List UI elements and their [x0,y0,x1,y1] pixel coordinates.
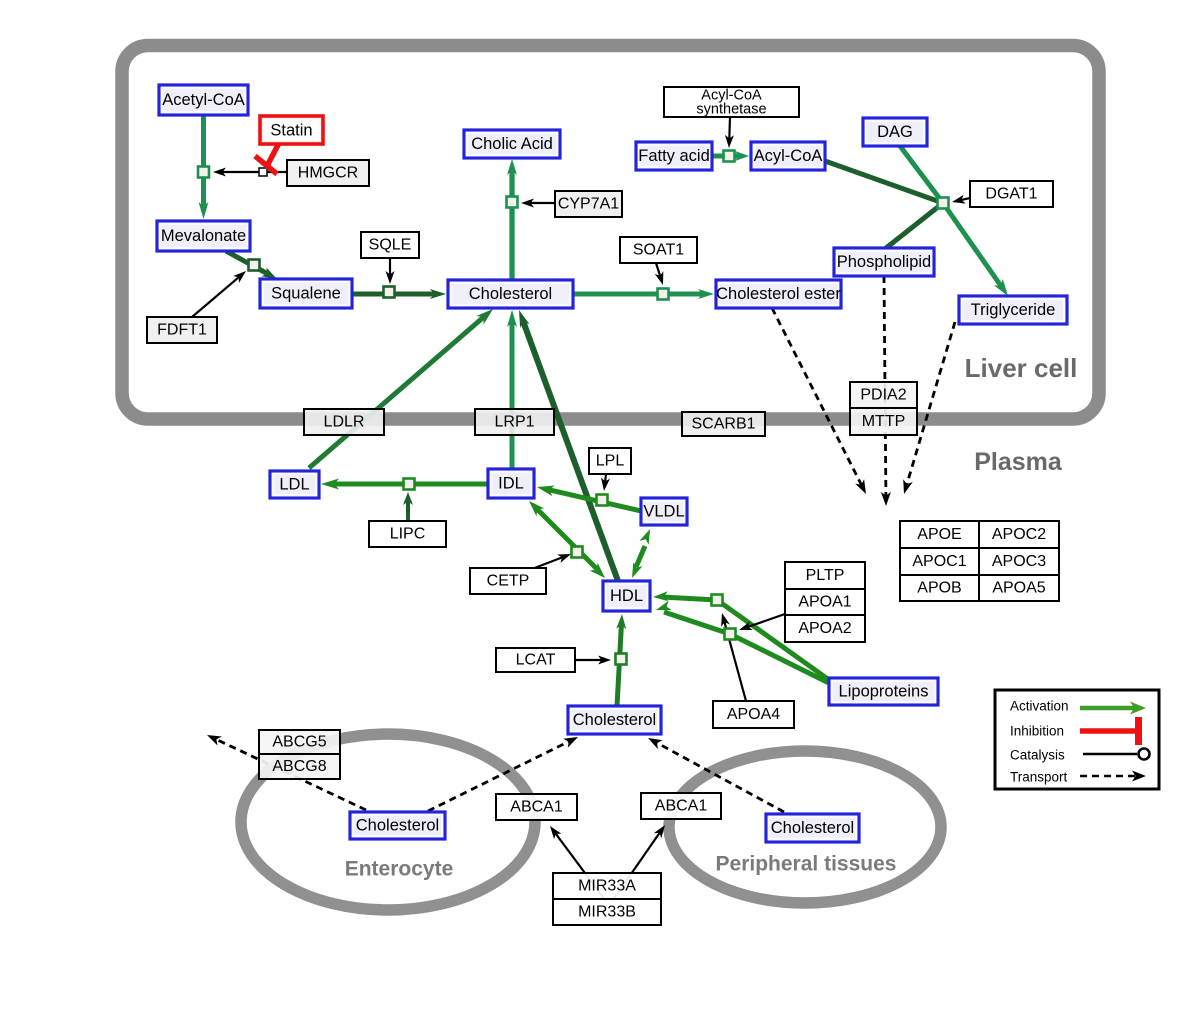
svg-text:Peripheral tissues: Peripheral tissues [716,853,897,876]
svg-text:APOA2: APOA2 [798,620,851,637]
svg-text:PLTP: PLTP [806,567,845,584]
svg-text:HDL: HDL [610,587,643,605]
svg-text:Liver cell: Liver cell [965,353,1078,383]
svg-text:Lipoproteins: Lipoproteins [839,683,929,701]
svg-text:LCAT: LCAT [516,652,556,669]
svg-text:MTTP: MTTP [862,413,906,430]
svg-text:ABCG8: ABCG8 [272,758,326,775]
svg-text:Statin: Statin [270,122,312,140]
svg-text:APOA5: APOA5 [992,580,1045,597]
svg-text:Transport: Transport [1010,770,1068,785]
svg-text:Mevalonate: Mevalonate [161,227,246,245]
svg-text:PDIA2: PDIA2 [860,387,906,404]
svg-text:CETP: CETP [487,573,530,590]
svg-text:LRP1: LRP1 [494,414,534,431]
svg-text:Cholesterol: Cholesterol [356,817,439,835]
svg-text:APOA1: APOA1 [798,594,851,611]
svg-text:Plasma: Plasma [974,448,1063,476]
svg-text:DGAT1: DGAT1 [985,186,1037,203]
svg-text:SQLE: SQLE [369,237,412,254]
svg-text:LPL: LPL [596,453,625,470]
svg-text:Squalene: Squalene [271,285,341,303]
svg-text:HMGCR: HMGCR [298,165,358,182]
svg-text:LDLR: LDLR [324,414,365,431]
svg-text:ABCA1: ABCA1 [510,799,563,816]
svg-text:SCARB1: SCARB1 [691,416,755,433]
svg-text:CYP7A1: CYP7A1 [558,196,619,213]
svg-text:Activation: Activation [1010,699,1069,714]
svg-text:Fatty acid: Fatty acid [638,147,710,165]
svg-text:APOA4: APOA4 [727,706,780,723]
svg-text:Acetyl-CoA: Acetyl-CoA [162,91,245,109]
svg-text:FDFT1: FDFT1 [157,322,207,339]
svg-text:Acyl-CoA: Acyl-CoA [754,147,823,165]
svg-text:APOC1: APOC1 [912,553,966,570]
svg-text:Cholic Acid: Cholic Acid [471,135,553,153]
svg-text:Catalysis: Catalysis [1010,748,1065,763]
svg-text:synthetase: synthetase [696,102,766,118]
svg-text:APOB: APOB [917,580,961,597]
svg-text:MIR33B: MIR33B [578,904,636,921]
svg-text:Enterocyte: Enterocyte [345,858,454,881]
svg-text:Inhibition: Inhibition [1010,724,1064,739]
svg-text:Cholesterol: Cholesterol [771,819,854,837]
svg-text:APOC3: APOC3 [992,553,1046,570]
svg-text:Phospholipid: Phospholipid [837,253,932,271]
svg-text:LIPC: LIPC [390,526,426,543]
svg-text:ABCG5: ABCG5 [272,734,326,751]
svg-text:Acyl-CoA: Acyl-CoA [701,88,762,104]
svg-text:Cholesterol: Cholesterol [573,711,656,729]
svg-text:APOC2: APOC2 [992,526,1046,543]
svg-text:Cholesterol: Cholesterol [469,285,552,303]
svg-text:APOE: APOE [917,526,961,543]
svg-text:VLDL: VLDL [643,503,684,521]
svg-text:SOAT1: SOAT1 [633,242,684,259]
svg-text:ABCA1: ABCA1 [655,798,708,815]
svg-text:IDL: IDL [498,475,524,493]
svg-text:Triglyceride: Triglyceride [971,301,1056,319]
svg-text:DAG: DAG [877,123,913,141]
svg-text:Cholesterol ester: Cholesterol ester [716,285,841,303]
svg-text:LDL: LDL [279,476,309,494]
svg-text:MIR33A: MIR33A [578,878,636,895]
